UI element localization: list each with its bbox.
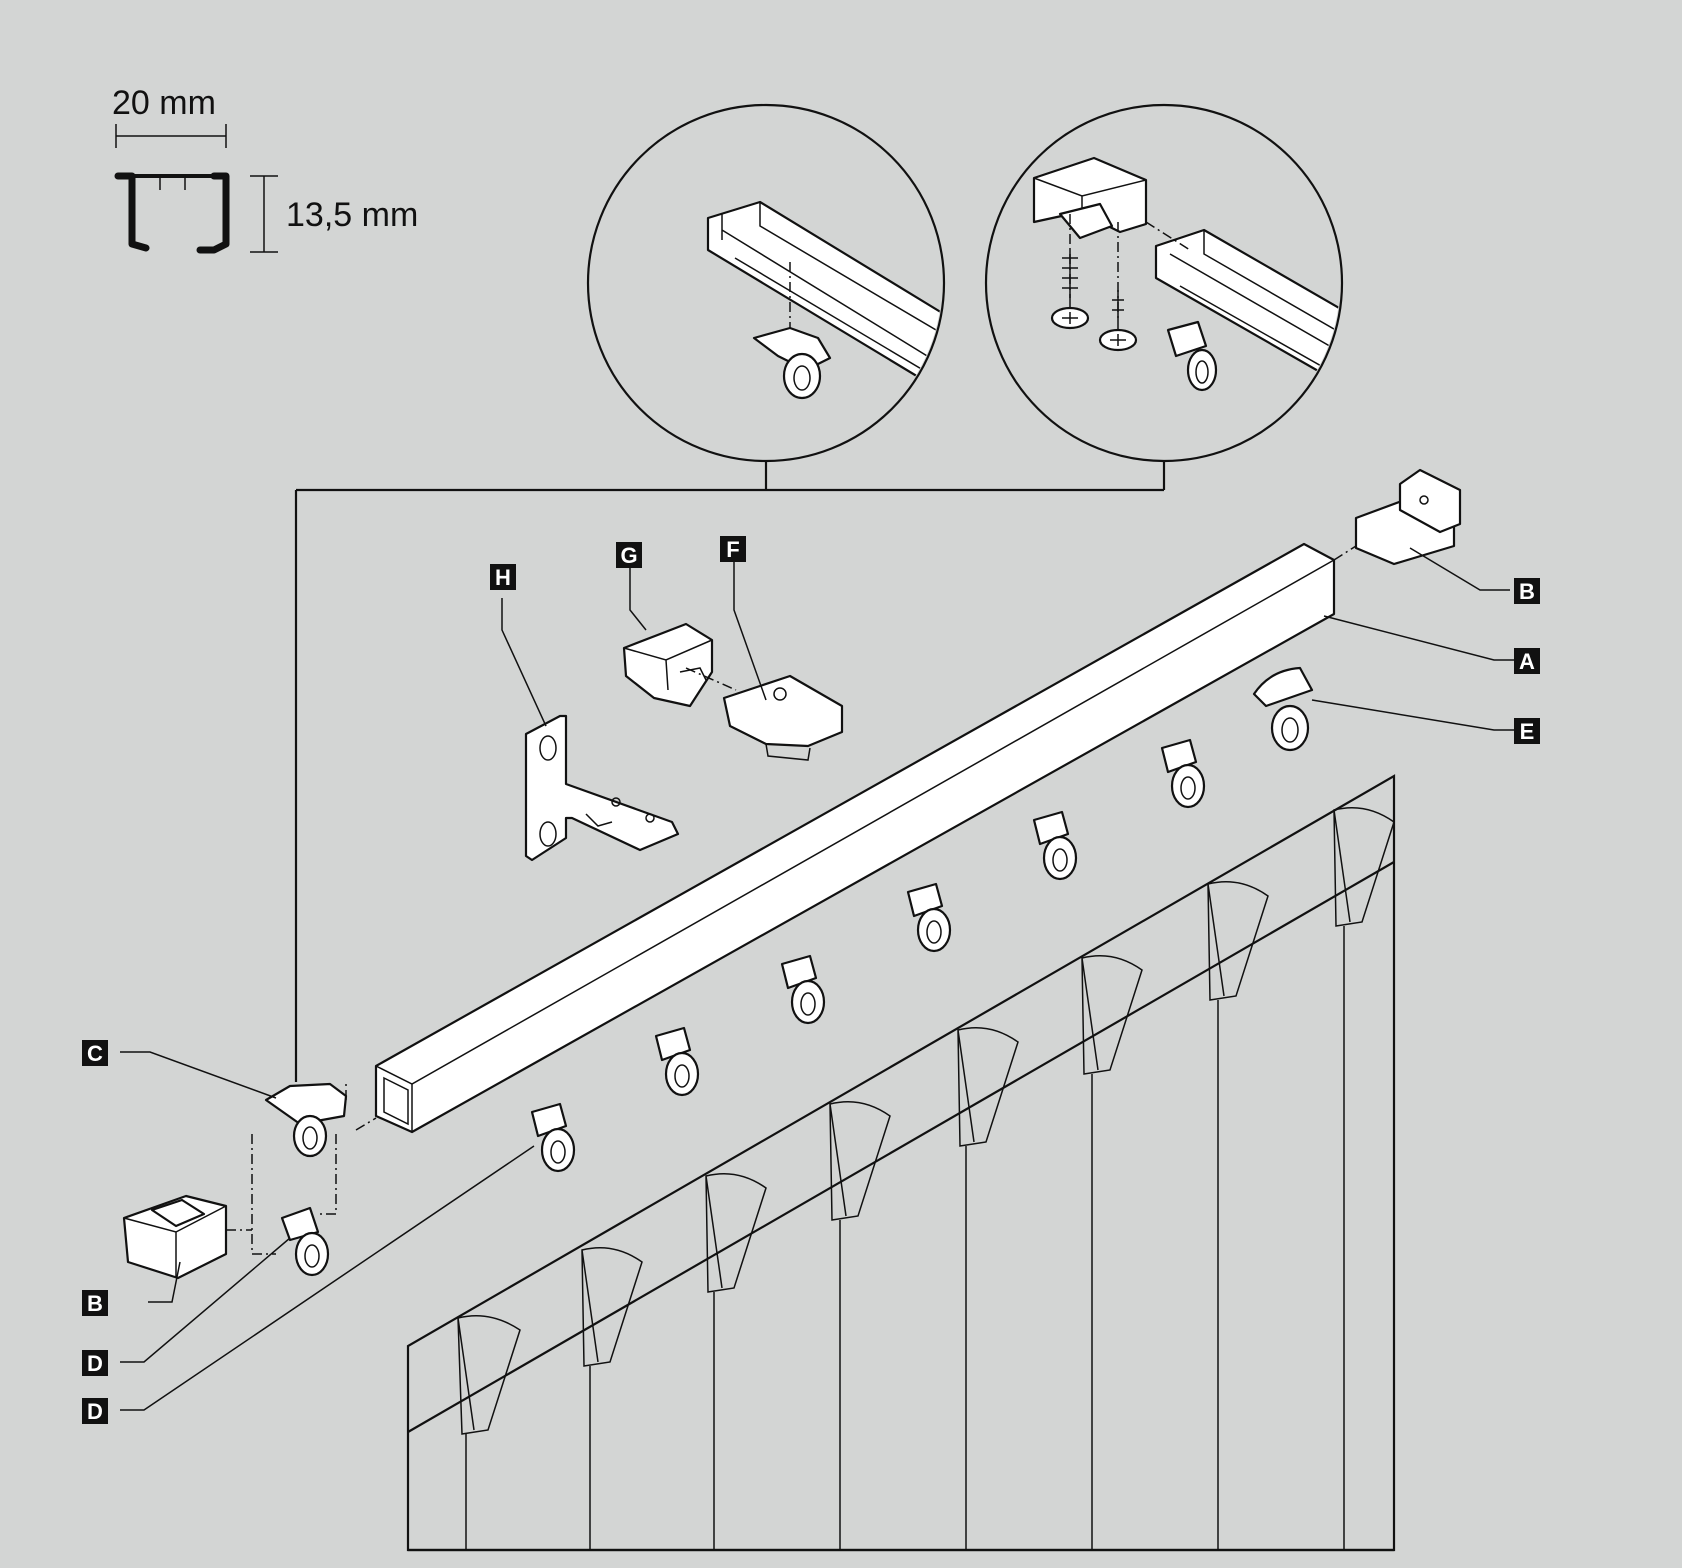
glider-d-icon	[280, 1206, 330, 1277]
label-e: E	[1514, 718, 1540, 744]
profile-cross-section: 20 mm 13,5 mm	[112, 84, 418, 254]
hook-glider-icon	[1166, 320, 1218, 392]
svg-text:E: E	[1520, 719, 1535, 744]
width-dimension-label: 20 mm	[112, 84, 216, 122]
end-cap-right	[1354, 468, 1462, 566]
glider	[906, 882, 952, 953]
curtain	[406, 774, 1396, 1552]
gliders	[530, 738, 1206, 1173]
label-d-upper: D	[82, 1350, 108, 1376]
svg-text:H: H	[495, 565, 511, 590]
rail	[374, 542, 1336, 1134]
label-d-lower: D	[82, 1398, 108, 1424]
glider	[1032, 810, 1078, 881]
wall-bracket-h-icon	[524, 714, 680, 862]
label-b-right: B	[1514, 578, 1540, 604]
end-cap-icon	[1032, 156, 1148, 240]
screw-icon	[1098, 290, 1138, 352]
curtain-folds	[465, 926, 1345, 1550]
glider	[1160, 738, 1206, 809]
glider-icon	[752, 326, 832, 400]
svg-text:F: F	[726, 537, 739, 562]
svg-text:A: A	[1519, 649, 1535, 674]
left-dashed-guides	[226, 1134, 337, 1255]
label-f: F	[720, 536, 746, 562]
label-a: A	[1514, 648, 1540, 674]
rail-profile-shape	[114, 172, 230, 254]
glider	[530, 1102, 576, 1173]
label-b-left: B	[82, 1290, 108, 1316]
label-h: H	[490, 564, 516, 590]
label-c: C	[82, 1040, 108, 1066]
height-dimension-label: 13,5 mm	[286, 196, 418, 234]
end-cap-left	[122, 1194, 228, 1280]
label-g: G	[616, 542, 642, 568]
curtain-pleats	[457, 807, 1395, 1435]
stopper-c-icon	[264, 1082, 348, 1158]
glider-e-icon	[1252, 666, 1314, 752]
svg-text:B: B	[1519, 579, 1535, 604]
svg-text:B: B	[87, 1291, 103, 1316]
svg-text:D: D	[87, 1351, 103, 1376]
leader-lines	[120, 547, 1514, 1411]
clip-cover-g-icon	[622, 622, 714, 708]
detail-circle-endcap	[984, 103, 1344, 463]
glider	[780, 954, 826, 1025]
glider	[654, 1026, 700, 1097]
svg-text:C: C	[87, 1041, 103, 1066]
detail-circle-glider	[586, 103, 946, 463]
svg-text:G: G	[620, 543, 637, 568]
screw-icon	[1050, 250, 1090, 330]
clip-f-icon	[722, 674, 844, 761]
detail-connector-lines	[294, 461, 1166, 1082]
svg-text:D: D	[87, 1399, 103, 1424]
